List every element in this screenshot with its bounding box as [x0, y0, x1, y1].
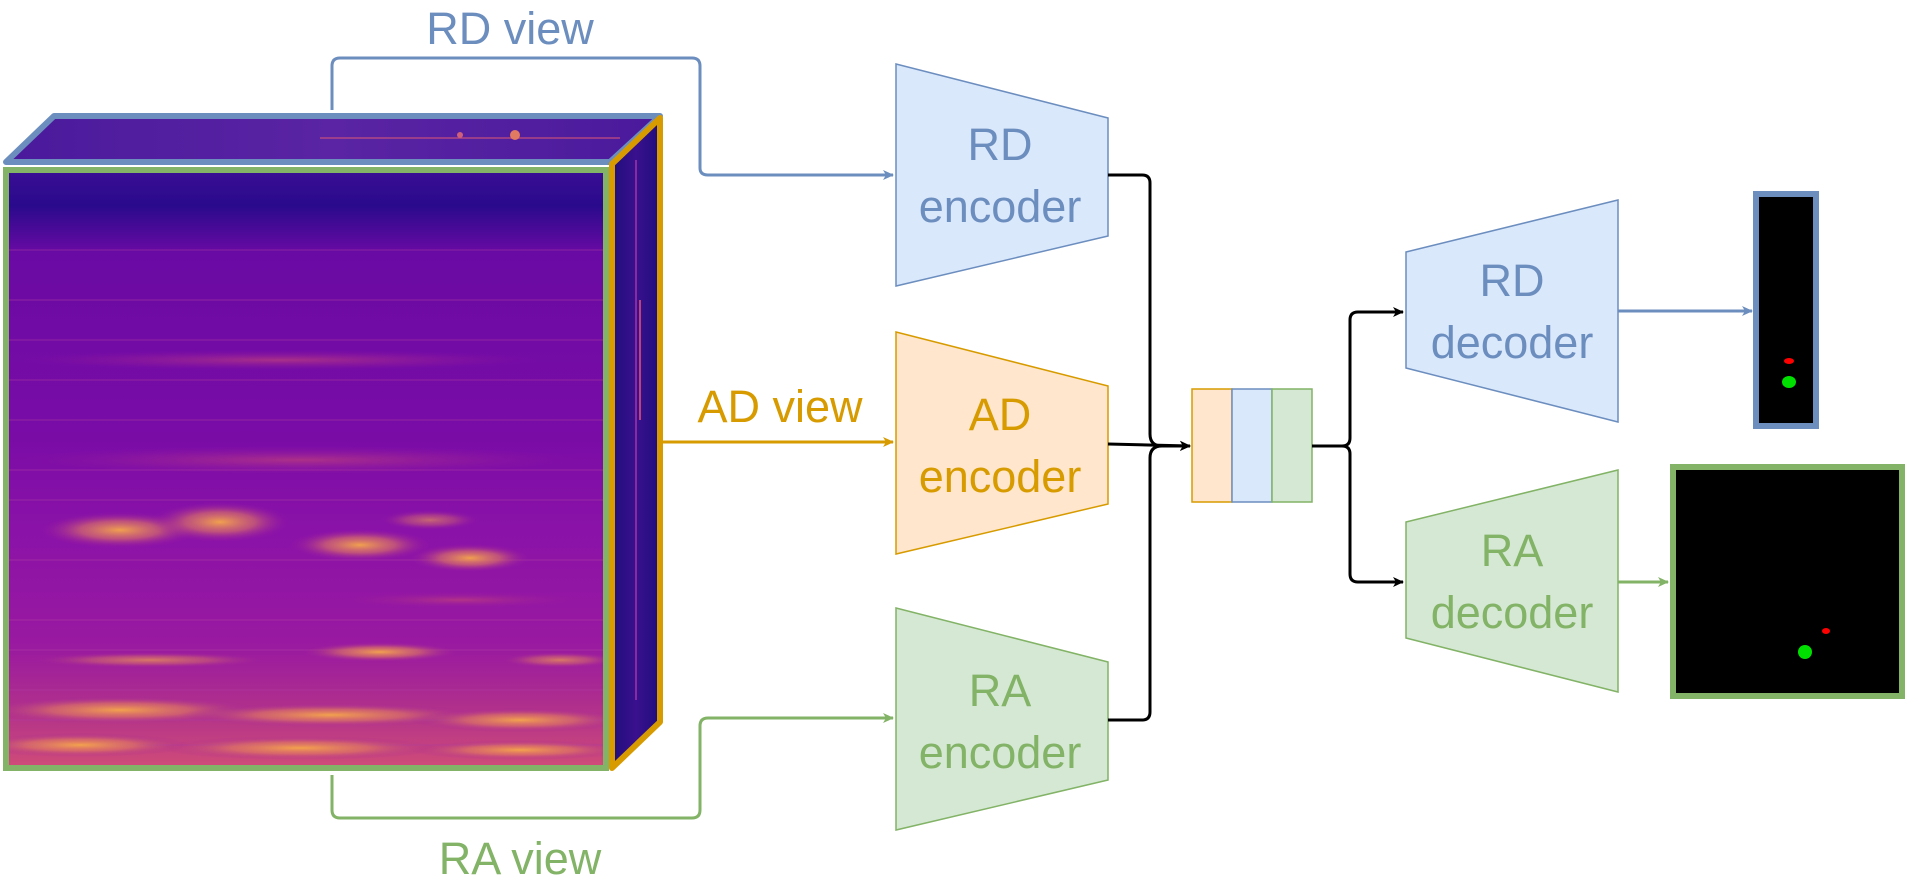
ad-encoder-shape	[895, 331, 1109, 555]
heatmap-hot-blob	[150, 502, 290, 542]
rd-encoder-to-latent-arrow	[1108, 173, 1191, 451]
ra-encoder-label-line2: encoder	[919, 727, 1082, 778]
heatmap-warm-band	[20, 350, 540, 370]
heatmap-hot-blob	[290, 529, 430, 561]
ra-encoder: RA encoder	[895, 607, 1109, 831]
latent-feature-block	[1191, 388, 1313, 503]
rd-output-mask	[1753, 191, 1819, 429]
heatmap-warm-band	[340, 592, 580, 608]
rd-decoder: RD decoder	[1405, 199, 1619, 423]
ra-output-green-blob	[1798, 645, 1812, 659]
heatmap-hot-blob	[6, 733, 190, 757]
heatmap-hot-blob	[500, 652, 606, 668]
ad-encoder-label-line2: encoder	[919, 451, 1082, 502]
rd-decoder-label-line2: decoder	[1431, 317, 1594, 368]
heatmap-hot-blob	[30, 652, 270, 668]
latent-rd-segment	[1231, 388, 1273, 503]
rd-encoder: RD encoder	[895, 63, 1109, 287]
ad-encoder-label-line1: AD	[969, 389, 1032, 440]
ra-encoder-label-line1: RA	[969, 665, 1032, 716]
rd-encoder-label-line1: RD	[968, 119, 1033, 170]
ra-decoder-label-line2: decoder	[1431, 587, 1594, 638]
ad-encoder-to-latent-arrow	[1107, 440, 1191, 451]
ra-decoder-label-line1: RA	[1481, 525, 1544, 576]
heatmap-hot-blob	[410, 740, 606, 760]
ra-encoder-to-latent-arrow	[1108, 444, 1163, 722]
rd-view-label: RD view	[426, 3, 594, 54]
heatmap-hot-blob	[160, 736, 440, 760]
ra-encoder-shape	[895, 607, 1109, 831]
latent-to-ra-decoder-arrow	[1312, 444, 1404, 587]
heatmap-hot-blob	[180, 703, 480, 727]
rd-output-red-blob	[1784, 358, 1794, 364]
heatmap-hot-blob	[380, 510, 480, 530]
ra-view-arrow	[330, 713, 894, 820]
cube-front-face-border-ra	[3, 167, 609, 771]
heatmap-hot-blob	[300, 642, 460, 662]
heatmap-hot-blob	[410, 544, 530, 572]
rd-view-arrow	[330, 56, 894, 180]
ra-view-label: RA view	[439, 833, 602, 884]
cube-top-hotspot-2	[457, 132, 463, 138]
ra-output-red-blob	[1822, 628, 1830, 634]
rd-encoder-shape	[895, 63, 1109, 287]
latent-to-rd-decoder-arrow	[1312, 307, 1404, 448]
ad-view-label: AD view	[697, 381, 863, 432]
latent-ad-segment	[1191, 388, 1233, 503]
rd-encoder-label-line2: encoder	[919, 181, 1082, 232]
ad-encoder: AD encoder	[895, 331, 1109, 555]
ra-output-mask	[1670, 464, 1905, 699]
ra-segmentation-output	[1670, 464, 1905, 699]
ra-decoder-shape	[1405, 469, 1619, 693]
rd-decoder-label-line1: RD	[1480, 255, 1545, 306]
rd-segmentation-output	[1753, 191, 1819, 429]
cube-top-face-rd	[3, 113, 663, 165]
rd-decoder-shape	[1405, 199, 1619, 423]
rd-output-green-blob	[1782, 376, 1796, 388]
ra-decoder: RA decoder	[1405, 469, 1619, 693]
radar-data-cube	[3, 113, 663, 771]
latent-ra-segment	[1271, 388, 1313, 503]
heatmap-hot-blob	[410, 708, 606, 732]
heatmap-warm-band	[20, 446, 580, 474]
cube-top-hotspot	[510, 130, 520, 140]
